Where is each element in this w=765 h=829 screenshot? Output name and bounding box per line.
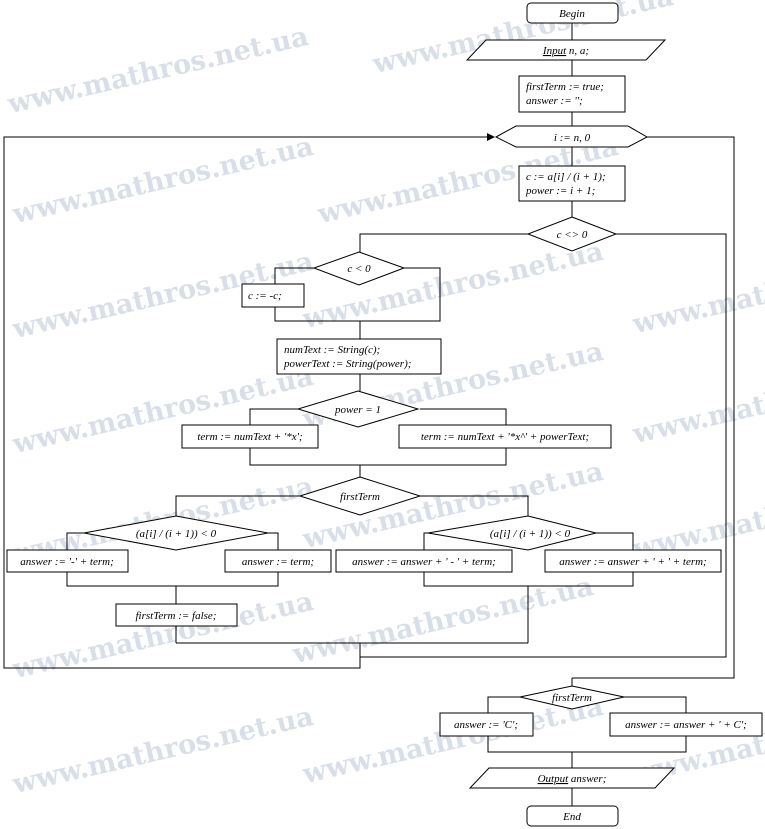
term-power-label: term := numText + '*x^' + powerText;	[421, 431, 589, 443]
loop-label: i := n, 0	[554, 132, 591, 144]
first-term-false-label: firstTerm := false;	[136, 610, 217, 622]
text-line-2: powerText := String(power);	[283, 358, 411, 370]
answer-plus-c-block: answer := answer + ' + C';	[609, 712, 763, 737]
decision-first-term-label: firstTerm	[340, 491, 380, 503]
decision-sign-right: (a[i] / (i + 1)) < 0	[427, 515, 597, 551]
input-block: Input n, a;	[465, 39, 667, 61]
decision-first-term-final-label: firstTerm	[552, 692, 592, 704]
text-block: numText := String(c); powerText := Strin…	[276, 338, 442, 375]
first-term-false-block: firstTerm := false;	[115, 603, 238, 627]
end-terminal: End	[526, 805, 619, 827]
output-block: Output answer;	[468, 767, 676, 789]
negate-c-label: c := -c;	[248, 290, 282, 302]
calc-line-2: power := i + 1;	[525, 185, 595, 197]
begin-label: Begin	[559, 8, 585, 20]
decision-first-term: firstTerm	[298, 476, 422, 516]
decision-c-nonzero-label: c <> 0	[557, 229, 588, 241]
term-x-label: term := numText + '*x';	[197, 431, 302, 443]
answer-c-block: answer := 'C';	[439, 712, 534, 737]
term-x-block: term := numText + '*x';	[181, 424, 319, 449]
answer-minus-first-block: answer := '-' + term;	[6, 549, 129, 573]
answer-minus-label: answer := answer + ' - ' + term;	[352, 556, 496, 568]
decision-sign-left-label: (a[i] / (i + 1)) < 0	[136, 528, 217, 540]
loop-block: i := n, 0	[494, 125, 649, 148]
answer-plus-label: answer := answer + ' + ' + term;	[559, 556, 706, 568]
calc-block: c := a[i] / (i + 1); power := i + 1;	[518, 165, 626, 202]
output-label: Output answer;	[538, 773, 607, 785]
calc-line-1: c := a[i] / (i + 1);	[526, 171, 606, 183]
init-block: firstTerm := true; answer := '';	[518, 75, 626, 113]
decision-power: power = 1	[296, 390, 420, 428]
answer-minus-block: answer := answer + ' - ' + term;	[335, 549, 513, 573]
decision-c-nonzero: c <> 0	[526, 216, 618, 252]
decision-c-negative: c < 0	[312, 251, 406, 286]
answer-c-label: answer := 'C';	[454, 719, 518, 731]
answer-minus-first-label: answer := '-' + term;	[20, 556, 113, 568]
init-line-2: answer := '';	[526, 95, 583, 107]
answer-plus-c-label: answer := answer + ' + C';	[625, 719, 747, 731]
negate-c-block: c := -c;	[241, 283, 305, 308]
answer-first-block: answer := term;	[224, 549, 332, 573]
begin-terminal: Begin	[526, 2, 619, 24]
input-label: Input n, a;	[542, 45, 589, 57]
answer-first-label: answer := term;	[242, 556, 314, 568]
decision-power-label: power = 1	[334, 404, 381, 416]
end-label: End	[562, 811, 581, 823]
decision-sign-right-label: (a[i] / (i + 1)) < 0	[490, 528, 571, 540]
answer-plus-block: answer := answer + ' + ' + term;	[544, 549, 722, 573]
text-line-1: numText := String(c);	[284, 344, 380, 356]
decision-c-negative-label: c < 0	[347, 263, 371, 275]
decision-first-term-final: firstTerm	[519, 685, 625, 710]
connector-lines	[3, 23, 735, 806]
init-line-1: firstTerm := true;	[526, 81, 604, 93]
decision-sign-left: (a[i] / (i + 1)) < 0	[83, 515, 269, 551]
term-power-block: term := numText + '*x^' + powerText;	[398, 424, 612, 449]
